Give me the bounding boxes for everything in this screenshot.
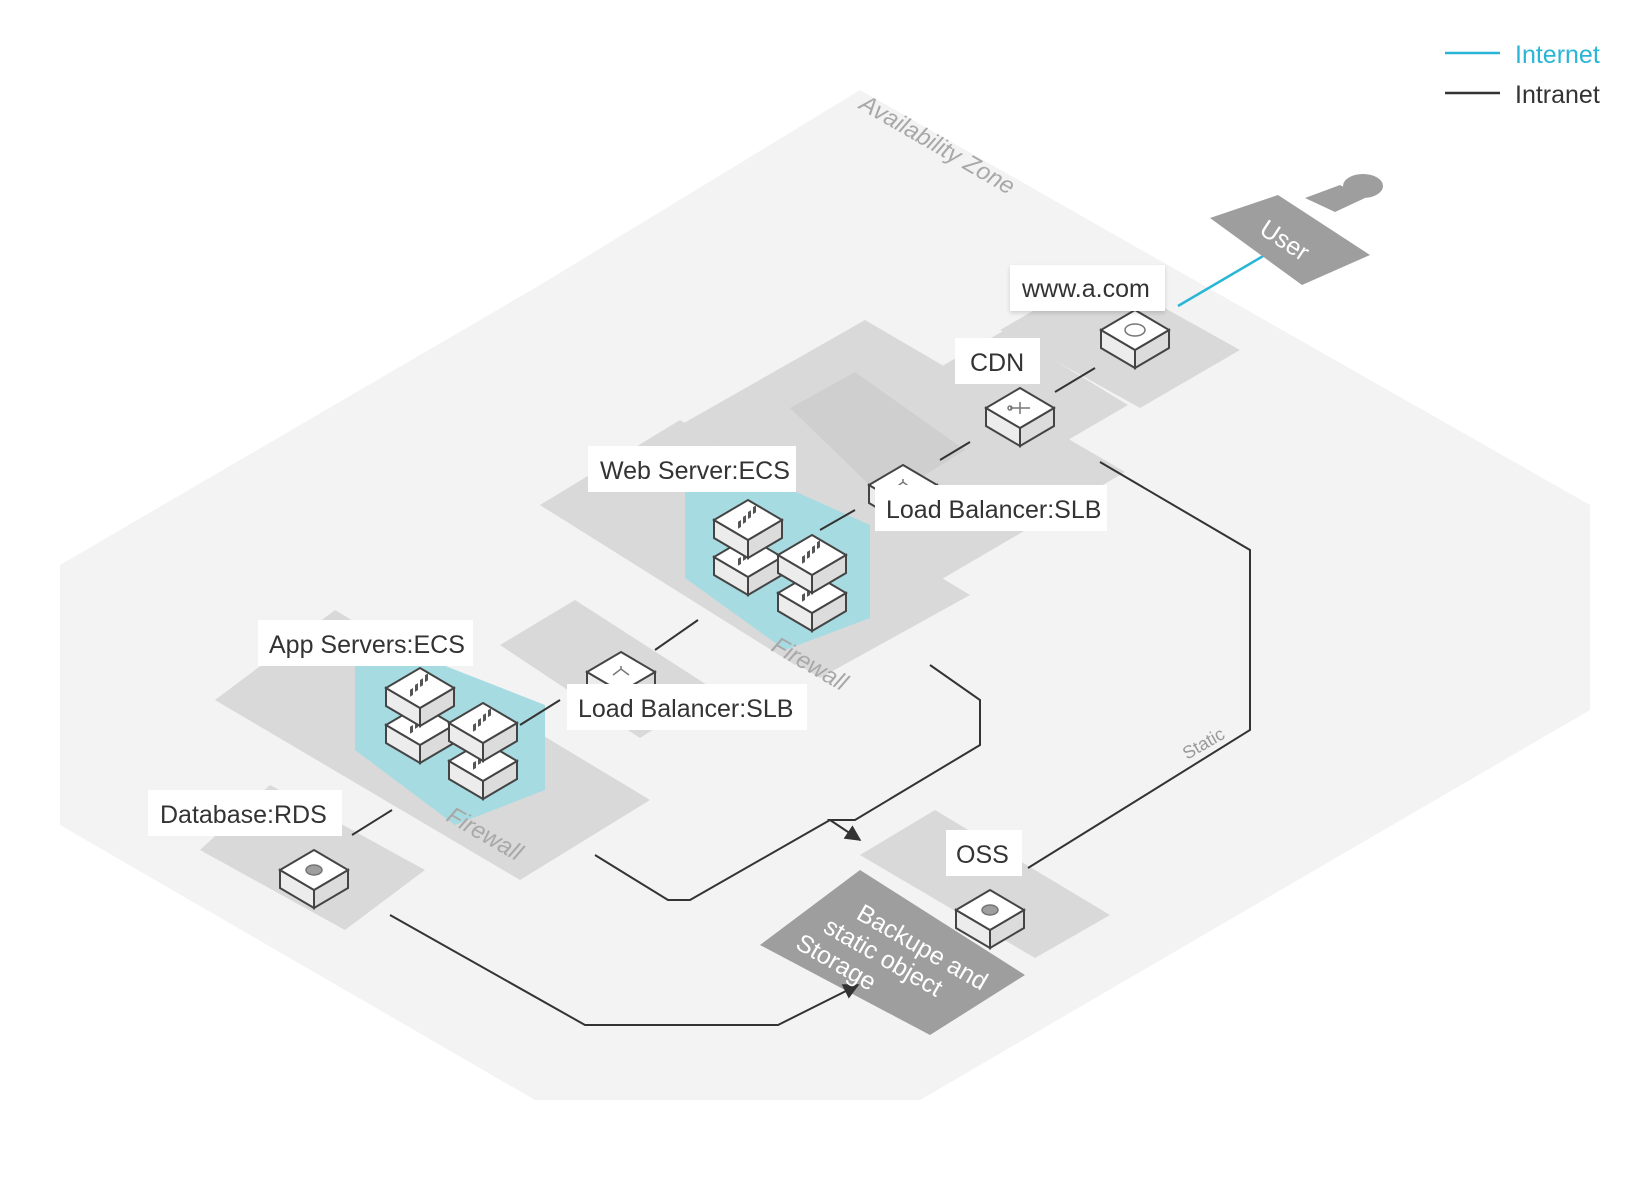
web-server-cluster[interactable] (712, 498, 848, 633)
platform-web-slb (790, 372, 965, 500)
link-domain-cdn (1054, 367, 1096, 393)
oss-label: OSS (956, 841, 1009, 869)
legend-intranet-label: Intranet (1515, 81, 1600, 109)
web-slb-label: Load Balancer:SLB (886, 496, 1101, 524)
link-user-domain (1177, 250, 1271, 308)
database-icon[interactable] (278, 848, 350, 910)
legend-internet-label: Internet (1515, 41, 1600, 69)
platform-oss (860, 810, 1110, 958)
legend: Internet Intranet (1445, 41, 1600, 109)
user[interactable]: User (1210, 174, 1383, 285)
link-app-oss (594, 819, 831, 901)
server-icon (447, 701, 519, 763)
link-slb-web (819, 509, 856, 531)
link-app-rds (351, 809, 393, 836)
web-ecs-label: Web Server:ECS (600, 457, 790, 485)
cdn-label: CDN (970, 349, 1024, 377)
label-oss: OSS (946, 830, 1022, 876)
cdn-network-icon[interactable] (984, 386, 1056, 448)
link-web-appslb (654, 619, 699, 651)
label-web-slb: Load Balancer:SLB (875, 485, 1107, 531)
storage-icon[interactable] (954, 888, 1026, 950)
dns-icon[interactable] (1099, 308, 1171, 370)
link-web-oss (826, 664, 981, 841)
link-appslb-app (519, 699, 561, 726)
rds-label: Database:RDS (160, 801, 327, 829)
label-app-ecs: App Servers:ECS (258, 620, 473, 666)
user-badge (1210, 195, 1370, 285)
app-server-cluster[interactable] (384, 666, 519, 801)
domain-label: www.a.com (1021, 275, 1150, 303)
link-cdn-oss-static (1027, 461, 1251, 869)
link-rds-storage (389, 914, 860, 1026)
label-web-ecs: Web Server:ECS (588, 446, 796, 492)
intranet-links (351, 367, 1251, 1026)
label-cdn: CDN (955, 338, 1040, 384)
label-rds: Database:RDS (148, 790, 342, 836)
person-head (1343, 174, 1383, 198)
label-domain: www.a.com (1010, 265, 1165, 311)
link-cdn-slb (939, 441, 971, 461)
server-icon (384, 666, 456, 728)
platform-storage (760, 870, 1025, 1035)
server-icon (712, 498, 784, 560)
app-slb-label: Load Balancer:SLB (578, 695, 793, 723)
app-ecs-label: App Servers:ECS (269, 631, 465, 659)
label-app-slb: Load Balancer:SLB (567, 684, 807, 730)
server-icon (776, 533, 848, 595)
